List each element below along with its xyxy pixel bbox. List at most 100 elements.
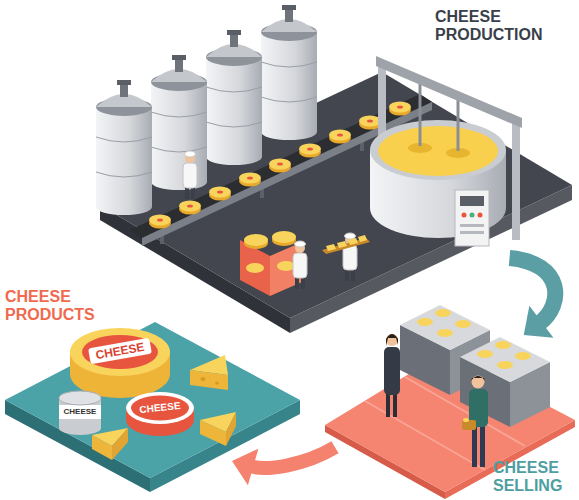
arrow-head	[232, 449, 258, 486]
cheese-wheels	[329, 130, 351, 141]
production-area: CHEESE PRODUCTION	[95, 5, 577, 258]
products-area: CHEESE PRODUCTS	[2, 285, 232, 492]
cheese-products	[92, 435, 112, 460]
cheese-wheels	[209, 187, 231, 198]
cheese-products	[59, 405, 101, 419]
storage-tanks	[151, 55, 207, 190]
shop-counters	[400, 305, 490, 350]
shop-counters	[497, 361, 513, 369]
shop-counters	[477, 350, 493, 358]
cheese-tray	[348, 238, 358, 245]
cheese-wheels	[247, 176, 253, 179]
storage-tanks	[96, 107, 152, 207]
control-panel	[470, 213, 475, 218]
cheese-products	[59, 328, 236, 460]
cheese-wheels	[299, 144, 321, 155]
cheese-products	[59, 391, 101, 405]
arrow-head	[524, 306, 554, 338]
cheese-vat	[378, 126, 498, 176]
worker	[293, 241, 307, 289]
cheese-vat	[370, 56, 522, 240]
cheese-products	[82, 335, 158, 369]
cheese-products	[200, 420, 226, 446]
customers	[472, 425, 477, 467]
cheese-wheels	[269, 159, 291, 170]
storage-tanks	[120, 83, 128, 97]
section-heading: CHEESE PRODUCTS	[5, 288, 115, 325]
cheese-tray	[358, 235, 367, 242]
storage-tanks	[206, 87, 262, 92]
production-platform	[100, 72, 572, 318]
cheese-shelf	[244, 234, 268, 246]
cheese-products	[126, 392, 194, 424]
cheese-products	[201, 377, 206, 381]
control-panel	[455, 190, 489, 246]
section-heading: CHEESE PRODUCTION	[435, 8, 565, 45]
cheese-vat	[512, 122, 520, 240]
shop-counters	[515, 352, 531, 360]
storage-tanks	[206, 30, 262, 165]
cheese-wheels	[187, 204, 193, 207]
storage-tanks	[151, 147, 207, 152]
shop-counters	[417, 318, 433, 326]
storage-tanks	[172, 55, 186, 60]
section-heading: CHEESE SELLING	[493, 459, 573, 496]
cheese-products	[190, 370, 228, 390]
cheese-wheels	[337, 133, 343, 136]
control-panel	[460, 196, 484, 206]
storage-tanks	[261, 124, 317, 140]
cheese-wheels	[239, 173, 261, 184]
cheese-tray	[322, 235, 370, 254]
cheese-vat	[419, 80, 422, 146]
worker	[183, 151, 197, 199]
cheese-products	[70, 328, 170, 376]
storage-tanks	[96, 80, 152, 215]
cheese-shelf	[246, 263, 264, 273]
shop-counters	[460, 337, 550, 382]
storage-tanks	[261, 5, 317, 140]
cheese-wheels	[359, 116, 381, 127]
shop-counters	[435, 309, 451, 317]
control-panel	[460, 231, 484, 234]
customers	[386, 393, 390, 417]
cheese-products	[131, 396, 189, 421]
storage-tanks	[117, 80, 131, 85]
storage-tanks	[96, 137, 152, 142]
storage-tanks	[96, 199, 152, 215]
storage-tanks	[96, 5, 317, 215]
customers	[384, 334, 488, 467]
flow-arrow	[232, 447, 335, 485]
storage-tanks	[230, 33, 238, 47]
control-panel	[455, 190, 489, 246]
shop-counters	[437, 329, 453, 337]
shop-counters	[495, 341, 511, 349]
cheese-wheels	[217, 190, 223, 193]
cheese-wheels	[367, 119, 373, 122]
cheese-shelf	[272, 231, 296, 243]
cheese-vat	[370, 120, 506, 180]
cheese-products	[112, 428, 128, 460]
cheese-wheels	[397, 105, 403, 108]
cheese-vat	[376, 56, 522, 128]
customers	[471, 376, 485, 381]
control-panel	[460, 224, 484, 227]
customers	[393, 393, 397, 417]
storage-tanks	[261, 62, 317, 67]
cheese-tray	[326, 244, 336, 251]
customers	[472, 376, 485, 389]
cheese-wheels	[149, 215, 171, 226]
cheese-wheels	[307, 147, 313, 150]
package-label: CHEESE	[64, 408, 97, 416]
customers	[480, 425, 485, 467]
storage-tanks	[175, 58, 183, 72]
cheese-products	[215, 381, 219, 384]
storage-tanks	[261, 32, 317, 132]
cheese-wheels	[179, 201, 201, 212]
cheese-products	[226, 412, 236, 446]
customers	[384, 347, 400, 395]
cheese-wheels	[389, 102, 411, 113]
storage-tanks	[282, 5, 296, 10]
selling-platform	[365, 401, 485, 470]
